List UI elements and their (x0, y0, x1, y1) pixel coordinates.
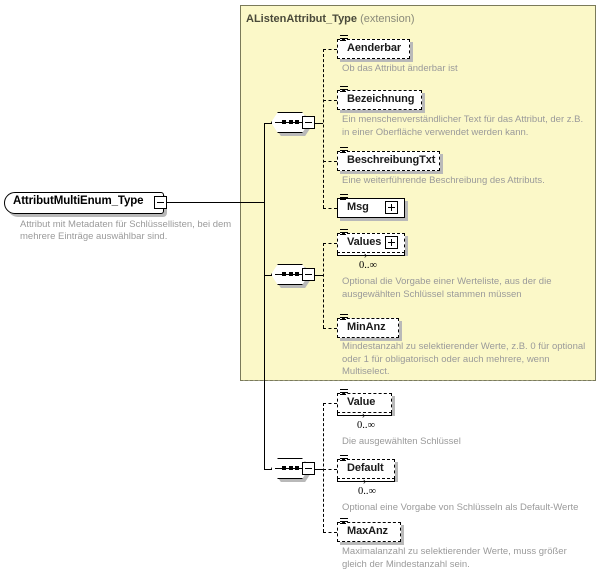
element-lines-icon (340, 147, 348, 155)
minus-icon[interactable] (302, 462, 315, 475)
sequence-compositor-2[interactable] (271, 264, 315, 288)
connector-seq1-out (315, 123, 323, 124)
element-description-aenderbar: Ob das Attribut änderbar ist (342, 63, 458, 74)
branch-spine-1 (323, 49, 324, 208)
element-lines-icon (340, 518, 348, 526)
element-node-maxanz[interactable]: MaxAnz (337, 518, 404, 545)
plus-icon[interactable] (385, 201, 398, 214)
plus-icon[interactable] (385, 236, 398, 249)
branch-stub-msg (323, 208, 337, 209)
root-type-description: Attribut mit Metadaten für Schlüssellist… (20, 219, 232, 242)
node-body (337, 393, 392, 413)
element-description-beschreibungtxt: Eine weiterführende Beschreibung des Att… (342, 175, 545, 186)
branch-stub-aenderbar (323, 49, 337, 50)
element-description-bezeichnung: Ein menschenverständlicher Text für das … (342, 114, 584, 138)
branch-spine-2 (323, 243, 324, 328)
element-lines-icon (340, 314, 348, 322)
sequence-dot (288, 120, 293, 124)
connector-seq2-out (315, 275, 323, 276)
element-node-minanz[interactable]: MinAnz (337, 314, 402, 341)
element-node-value[interactable]: Value (337, 389, 395, 416)
sequence-dot (295, 272, 299, 276)
node-body (337, 151, 440, 171)
cardinality-value: 0..∞ (357, 420, 375, 431)
connector-trunk (264, 123, 265, 469)
node-body (337, 459, 395, 479)
element-description-values: Optional die Vorgabe einer Werteliste, a… (342, 276, 552, 300)
cardinality-default: 0..∞ (358, 486, 376, 497)
element-description-maxanz: Maximalanzahl zu selektierender Werte, m… (342, 546, 567, 570)
element-label: Default (347, 462, 384, 474)
sequence-dot (295, 120, 299, 124)
sequence-compositor-1[interactable] (271, 112, 315, 136)
sequence-dot (295, 466, 299, 470)
node-body (337, 90, 422, 110)
connector-seq2-in (264, 275, 272, 276)
element-node-default[interactable]: Default (337, 455, 398, 482)
minus-icon[interactable] (154, 196, 167, 209)
branch-stub-value (323, 403, 337, 404)
node-body (337, 39, 410, 59)
branch-stub-maxanz (323, 532, 337, 533)
element-label: MaxAnz (347, 525, 388, 537)
element-description-minanz: Mindestanzahl zu selektierender Werte, z… (342, 341, 586, 377)
extension-type-name: AListenAttribut_Type (246, 13, 358, 25)
element-description-value: Die ausgewählten Schlüssel (342, 436, 461, 447)
repeat-arrow-default: › (363, 476, 366, 486)
element-lines-icon (340, 86, 348, 94)
element-lines-icon (340, 35, 348, 43)
element-label: Aenderbar (347, 42, 402, 54)
element-label: Value (347, 396, 376, 408)
connector-seq1-in (264, 123, 272, 124)
root-type-label: AttributMultiEnum_Type (13, 195, 144, 207)
element-node-msg[interactable]: Msg (337, 194, 408, 221)
sequence-dot (288, 466, 293, 470)
element-lines-icon (340, 194, 348, 202)
extension-panel (240, 5, 596, 381)
element-lines-icon (340, 229, 348, 237)
element-node-values[interactable]: Values (337, 229, 408, 256)
sequence-dot (282, 120, 286, 124)
element-description-default: Optional eine Vorgabe von Schlüsseln als… (342, 502, 579, 513)
connector-root-to-branch (167, 202, 264, 203)
element-node-bezeichnung[interactable]: Bezeichnung (337, 86, 425, 113)
element-lines-icon (340, 389, 348, 397)
element-label: MinAnz (347, 321, 386, 333)
root-type-box[interactable]: AttributMultiEnum_Type (4, 192, 167, 217)
branch-stub-minanz (323, 328, 337, 329)
cardinality-values: 0..∞ (359, 260, 377, 271)
minus-icon[interactable] (302, 116, 315, 129)
node-body (337, 522, 401, 542)
branch-stub-default (323, 469, 337, 470)
sequence-compositor-3[interactable] (271, 458, 315, 482)
repeat-arrow-values: › (364, 250, 367, 260)
element-label: Msg (347, 201, 369, 213)
connector-seq3-in (264, 469, 272, 470)
connector-seq3-out (315, 469, 323, 470)
extension-kind-label: (extension) (360, 13, 415, 25)
repeat-arrow-value: › (362, 410, 365, 420)
branch-stub-beschreibungtxt (323, 161, 337, 162)
element-label: Values (347, 236, 382, 248)
element-node-aenderbar[interactable]: Aenderbar (337, 35, 413, 62)
extension-panel-title: AListenAttribut_Type (extension) (246, 13, 415, 25)
element-lines-icon (340, 455, 348, 463)
minus-icon[interactable] (302, 268, 315, 281)
branch-spine-3 (323, 403, 324, 532)
branch-stub-bezeichnung (323, 100, 337, 101)
node-body (337, 318, 399, 338)
element-label: BeschreibungTxt (347, 154, 436, 166)
branch-stub-values (323, 243, 337, 244)
sequence-dot (282, 466, 286, 470)
element-node-beschreibungtxt[interactable]: BeschreibungTxt (337, 147, 443, 174)
element-label: Bezeichnung (347, 93, 415, 105)
sequence-dot (288, 272, 293, 276)
sequence-dot (282, 272, 286, 276)
